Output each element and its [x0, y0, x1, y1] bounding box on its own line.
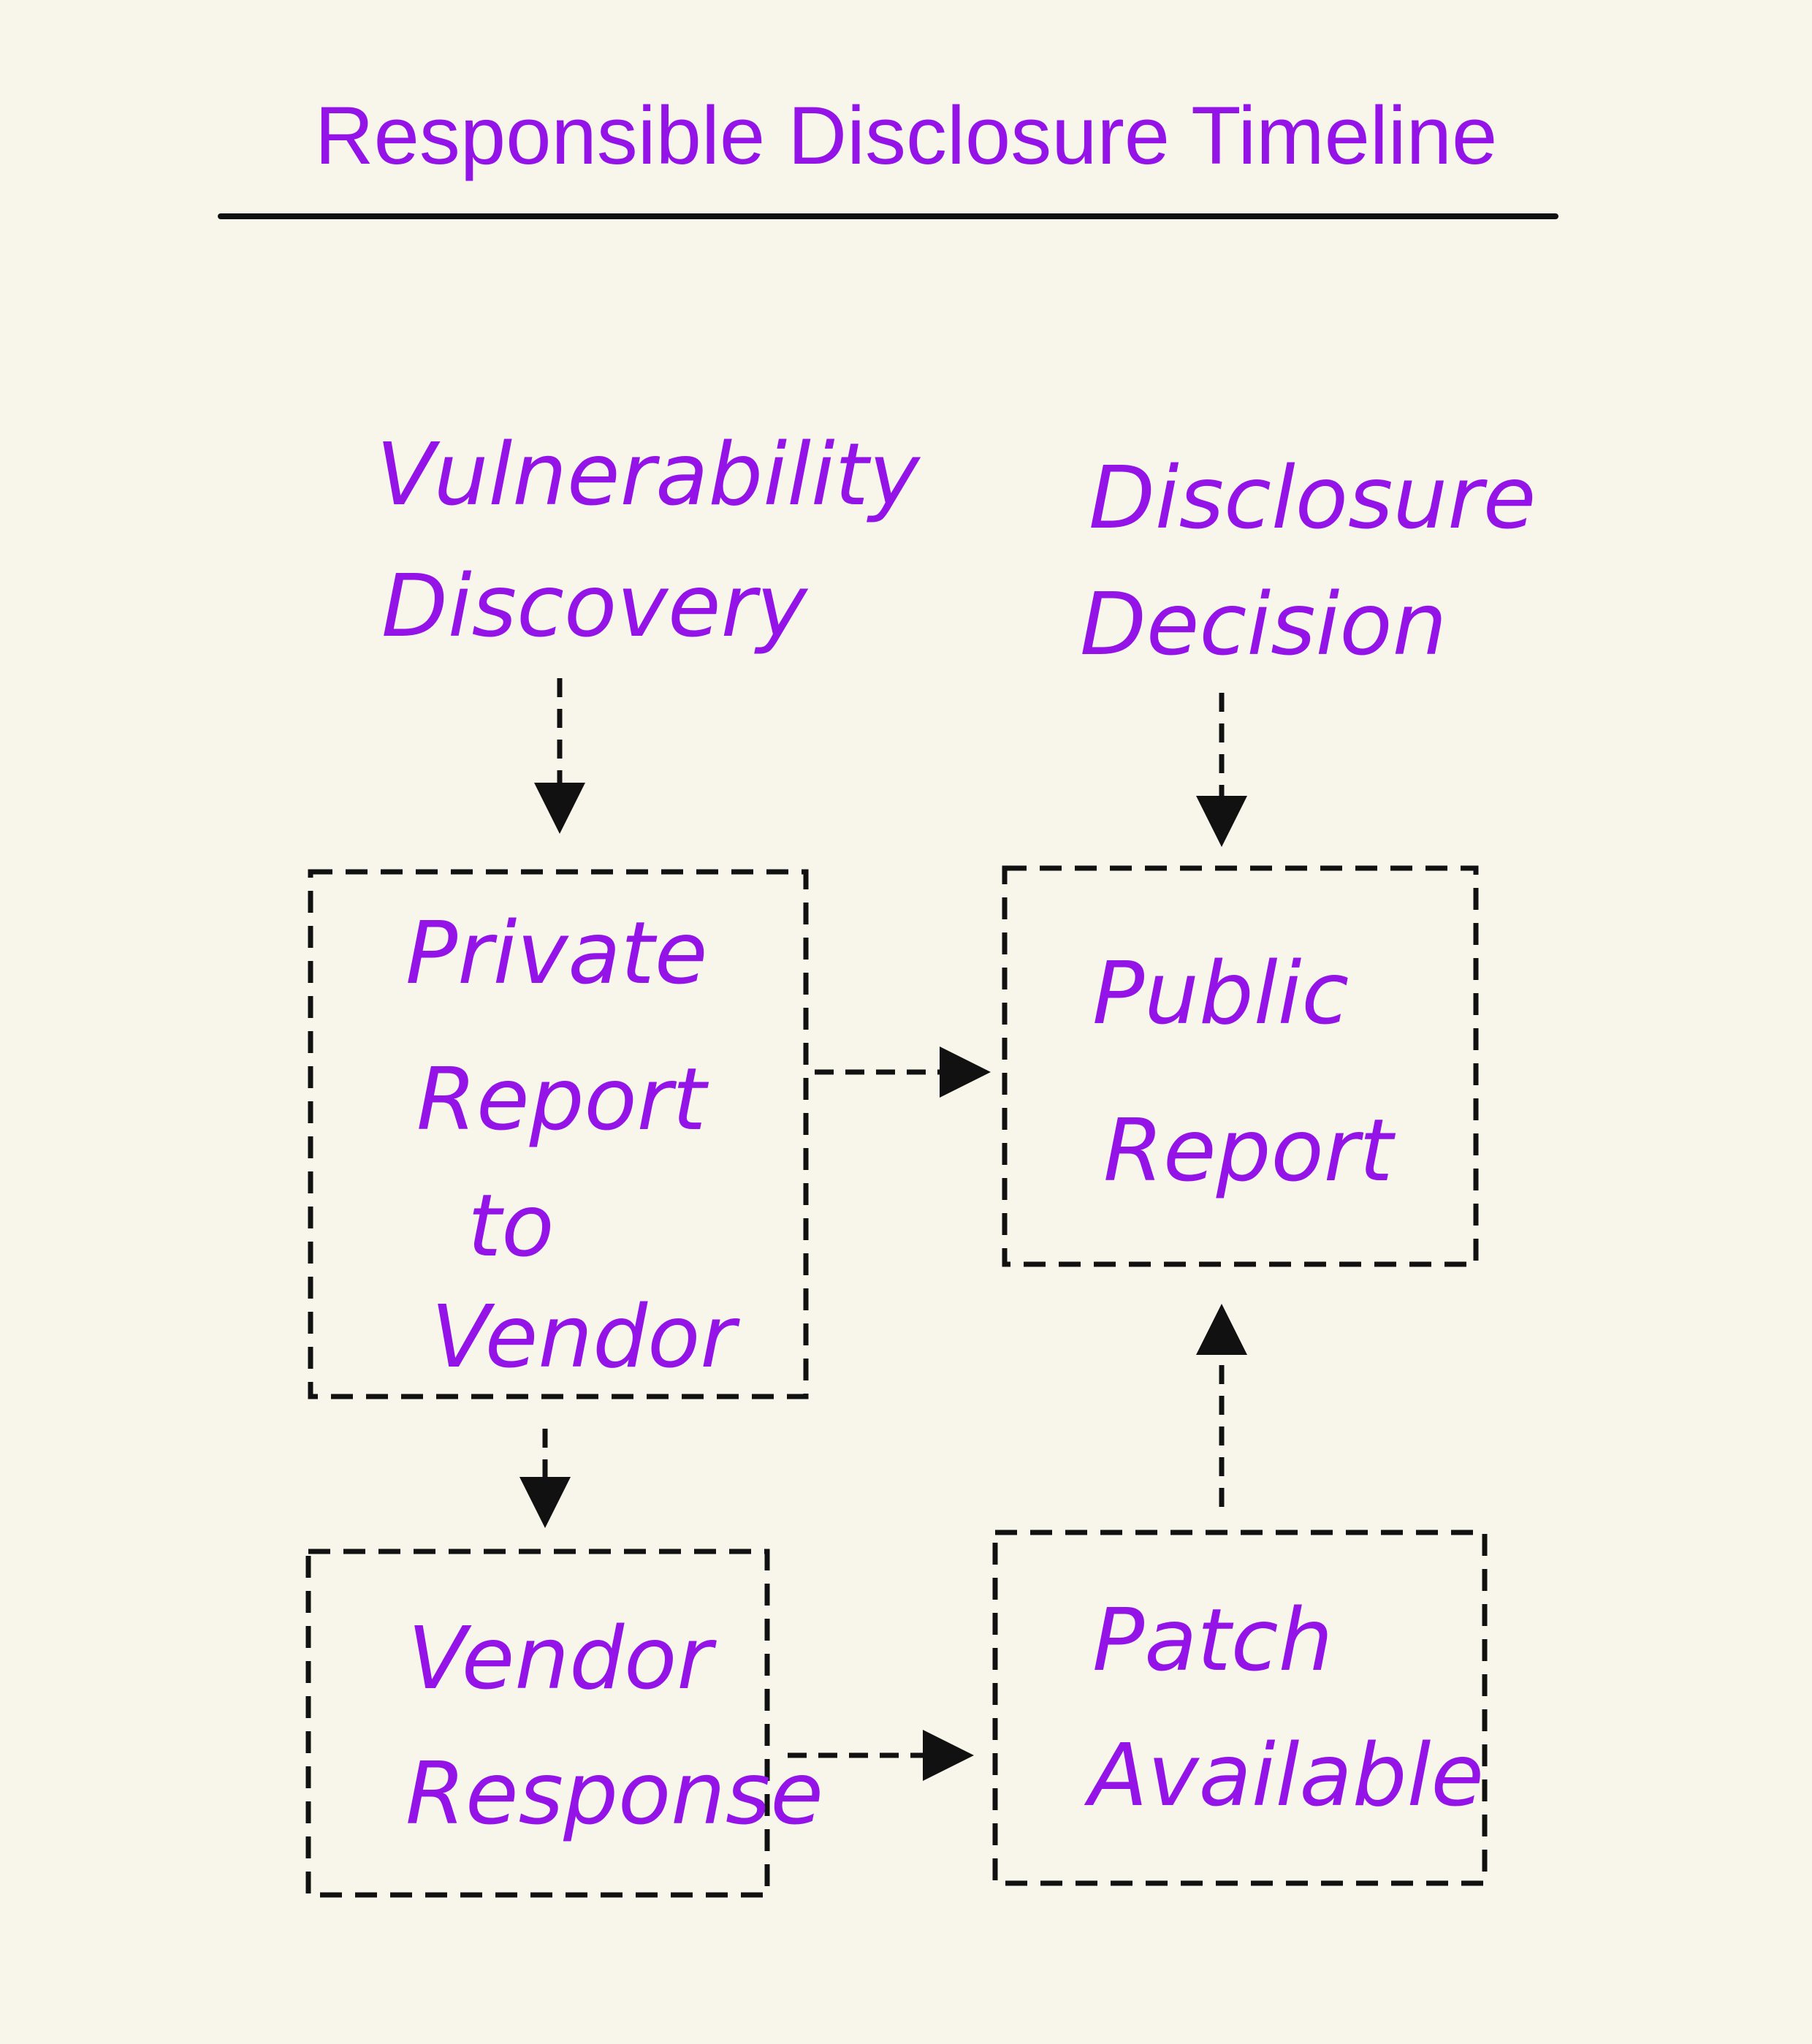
diagram-title: Responsible Disclosure Timeline	[314, 90, 1498, 181]
public-report-line-2: Report	[1103, 1100, 1396, 1201]
public-report-label: Public Report	[1092, 943, 1396, 1201]
vulnerability-discovery-label: Vulnerability Discovery	[376, 424, 947, 656]
patch-available-label: Patch Available	[1084, 1589, 1484, 1825]
vendor-response-box[interactable]	[305, 1549, 770, 1898]
patch-available-box[interactable]	[992, 1530, 1488, 1886]
private-report-line-4: Vendor	[431, 1286, 740, 1387]
private-report-box[interactable]	[308, 869, 809, 1399]
public-report-line-1: Public	[1092, 943, 1349, 1044]
private-report-line-1: Private	[406, 903, 707, 1003]
vulnerability-discovery-line-1: Vulnerability	[376, 424, 921, 525]
patch-available-line-2: Available	[1084, 1725, 1484, 1825]
vendor-response-line-2: Response	[406, 1743, 823, 1844]
vendor-response-line-1: Vendor	[408, 1608, 717, 1709]
private-report-line-2: Report	[416, 1049, 709, 1150]
public-report-box[interactable]	[1002, 865, 1479, 1267]
disclosure-decision-line-2: Decision	[1080, 574, 1447, 675]
vendor-response-label: Vendor Response	[406, 1608, 823, 1844]
disclosure-decision-label: Disclosure Decision	[1080, 447, 1564, 675]
title-underline	[218, 213, 1558, 219]
disclosure-decision-line-1: Disclosure	[1089, 447, 1536, 548]
vulnerability-discovery-line-2: Discovery	[381, 555, 809, 656]
private-report-label: Private Report to Vendor	[406, 903, 740, 1387]
private-report-line-3: to	[468, 1175, 554, 1276]
patch-available-line-1: Patch	[1092, 1589, 1333, 1690]
